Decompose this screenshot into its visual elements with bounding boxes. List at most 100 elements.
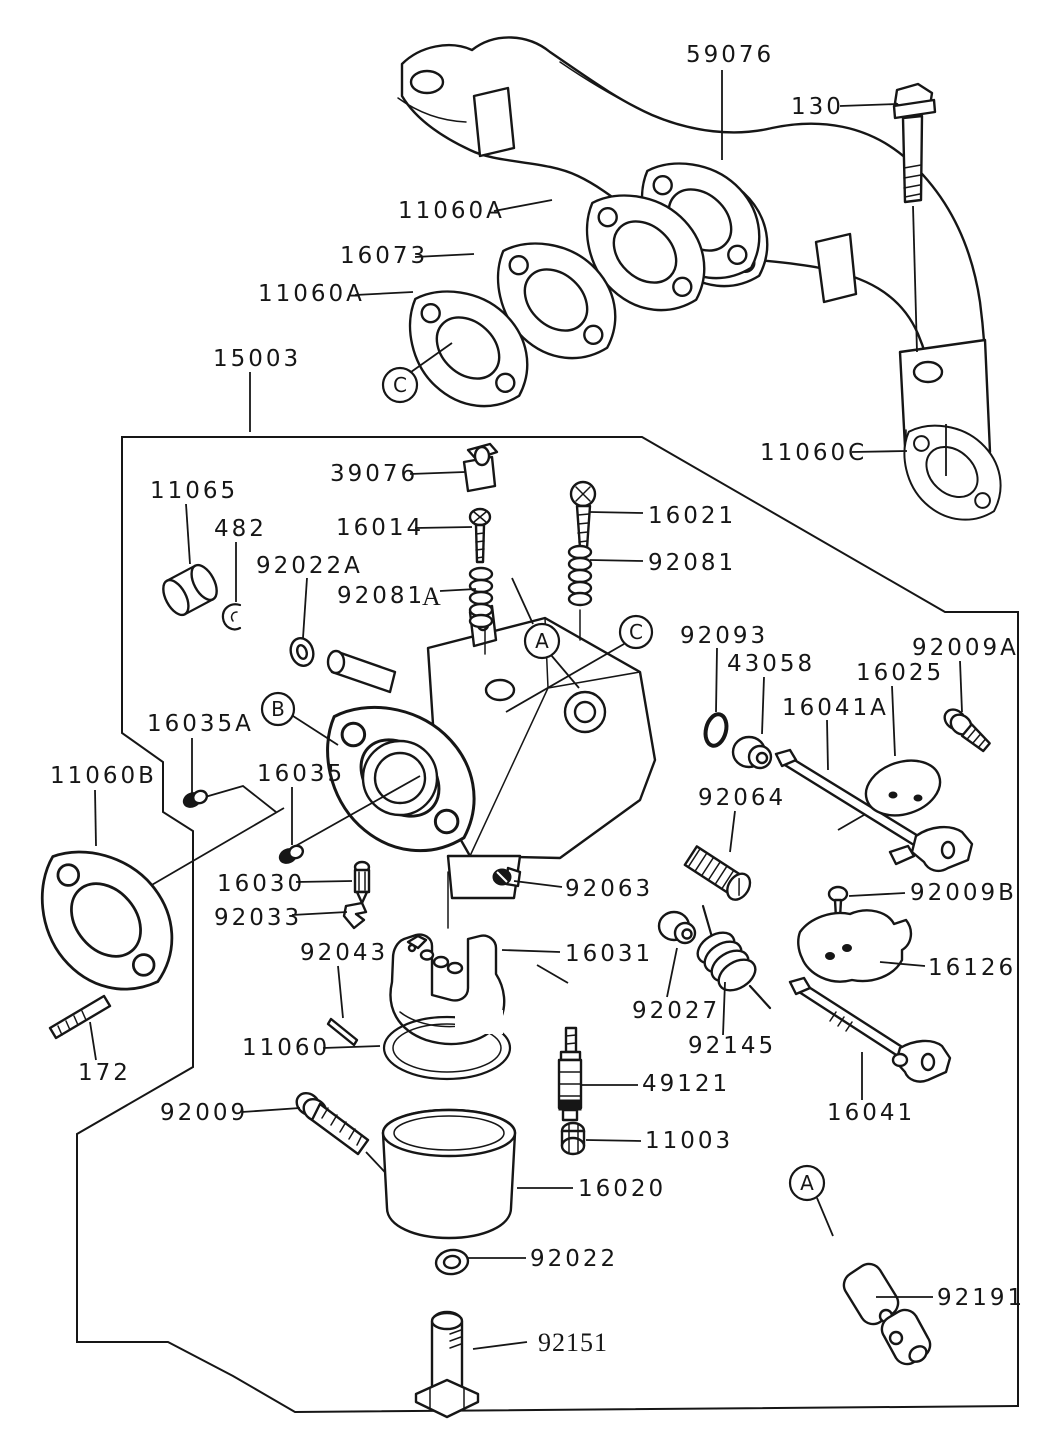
part-label-59076-0: 59076 <box>686 42 774 68</box>
part-label-482-9: 482 <box>214 516 267 542</box>
part-label-92009-38: 92009 <box>160 1100 248 1126</box>
cap-11065-drawing <box>162 563 218 617</box>
part-label-11060A-4: 11060A <box>258 281 365 307</box>
leader-11060A-2 <box>493 199 553 212</box>
part-label-43058-17: 43058 <box>727 651 815 677</box>
part-label-92009A-20: 92009A <box>912 635 1019 661</box>
callout-circle-icon <box>523 622 561 660</box>
part-label-92063-28: 92063 <box>565 876 653 902</box>
part-label-92033-26: 92033 <box>214 905 302 931</box>
leader-130-1 <box>839 103 899 107</box>
plug-92064-drawing <box>683 845 752 901</box>
callout-leader-C-2-0 <box>505 643 625 713</box>
part-label-92093-16: 92093 <box>680 623 768 649</box>
spring-92081a-drawing <box>468 566 494 629</box>
part-label-130-1: 130 <box>791 94 844 120</box>
main-jet-49121-drawing <box>557 1026 583 1122</box>
leader-92063-28 <box>513 880 563 888</box>
screw-92009a-drawing <box>943 708 991 753</box>
callout-circle-icon <box>260 691 296 727</box>
part-label-92081-15: 92081 <box>648 550 736 576</box>
leader-16041A-18 <box>826 719 829 771</box>
pin-92043-drawing <box>326 1017 359 1047</box>
part-label-11060A-2: 11060A <box>398 198 505 224</box>
part-label-16073-3: 16073 <box>340 243 428 269</box>
callout-letter: B <box>271 697 285 721</box>
part-label-A-14: A <box>422 582 442 611</box>
callout-letter: A <box>535 629 549 653</box>
nut-11003-drawing <box>560 1121 586 1156</box>
part-label-92145-31: 92145 <box>688 1033 776 1059</box>
leader-16031-29 <box>501 949 561 953</box>
leader-172-37 <box>89 1021 97 1061</box>
part-label-92022A-10: 92022A <box>256 553 363 579</box>
leader-16021-12 <box>589 511 644 514</box>
callout-letter: A <box>800 1171 814 1195</box>
part-label-49121-36: 49121 <box>642 1071 730 1097</box>
leader-11060A-4 <box>354 291 414 296</box>
screw-92009-drawing <box>295 1091 370 1156</box>
part-label-16031-29: 16031 <box>565 941 653 967</box>
choke-plate-16126-drawing <box>797 909 913 983</box>
callout-circle-icon <box>788 1164 826 1202</box>
part-label-172-37: 172 <box>78 1060 131 1086</box>
callout-leader-A-1-0 <box>511 577 534 625</box>
callout-letter: C <box>393 373 407 397</box>
leader-11060B-23 <box>94 789 97 847</box>
part-label-16035-24: 16035 <box>257 761 345 787</box>
part-label-16020-40: 16020 <box>578 1176 666 1202</box>
part-label-92191-43: 92191 <box>937 1285 1025 1311</box>
callout-circle-icon <box>618 614 654 650</box>
callout-leader-A-4-0 <box>816 1197 834 1237</box>
part-label-92022-41: 92022 <box>530 1246 618 1272</box>
leader-92043-27 <box>337 965 344 1019</box>
callout-letter: C <box>629 620 643 644</box>
part-label-92043-27: 92043 <box>300 940 388 966</box>
callout-leader-C-0-0 <box>410 342 453 373</box>
drain-bolt-92151-drawing <box>414 1310 480 1419</box>
spring-92081-drawing <box>567 544 593 607</box>
leader-92081-13 <box>439 588 477 592</box>
bowl-gasket-11060-drawing <box>382 1010 512 1081</box>
callout-circles-layer: C A C B A <box>260 342 834 1237</box>
leader-16073-3 <box>414 253 475 258</box>
clip-482-drawing <box>221 603 242 631</box>
leader-92151-42 <box>472 1341 528 1350</box>
leader-11003-39 <box>585 1139 642 1142</box>
leader-92009B-32 <box>848 892 906 897</box>
callout-leader-A-1-1 <box>550 654 580 689</box>
leader-11065-8 <box>185 503 191 565</box>
leader-39076-7 <box>409 471 466 475</box>
plug-92063-drawing <box>492 866 522 888</box>
gasket-11060b-drawing <box>7 818 204 1021</box>
leader-92145-31 <box>722 981 726 1036</box>
part-label-15003-5: 15003 <box>213 346 301 372</box>
part-label-16030-25: 16030 <box>217 871 305 897</box>
throttle-shaft-16041a-drawing <box>774 748 974 873</box>
callout-C-0: C <box>381 342 453 404</box>
leader-92022A-10 <box>302 577 308 639</box>
callout-C-2: C <box>505 614 654 713</box>
part-label-16041-34: 16041 <box>827 1100 915 1126</box>
part-label-11060B-23: 11060B <box>50 763 157 789</box>
screw-16014-drawing <box>468 507 492 564</box>
float-bowl-16020-drawing <box>381 1108 517 1240</box>
oring-92093-drawing <box>703 712 729 748</box>
tubes-92191-drawing <box>842 1262 932 1366</box>
part-label-92081-13: 92081 <box>337 583 425 609</box>
carburetor-panel-outline <box>76 436 1019 1414</box>
callout-B-3: B <box>260 691 339 746</box>
needle-16030-drawing <box>353 860 371 905</box>
leader-92009-38 <box>241 1107 301 1113</box>
part-label-92151-42: 92151 <box>538 1328 608 1357</box>
part-label-92027-30: 92027 <box>632 998 720 1024</box>
leader-92027-30 <box>666 947 678 998</box>
part-label-39076-7: 39076 <box>330 461 418 487</box>
part-label-11060C-6: 11060C <box>760 440 867 466</box>
callout-circle-icon <box>381 366 419 404</box>
leader-43058-17 <box>761 676 765 735</box>
part-label-16041A-18: 16041A <box>782 695 889 721</box>
leader-16014-11 <box>414 526 473 529</box>
